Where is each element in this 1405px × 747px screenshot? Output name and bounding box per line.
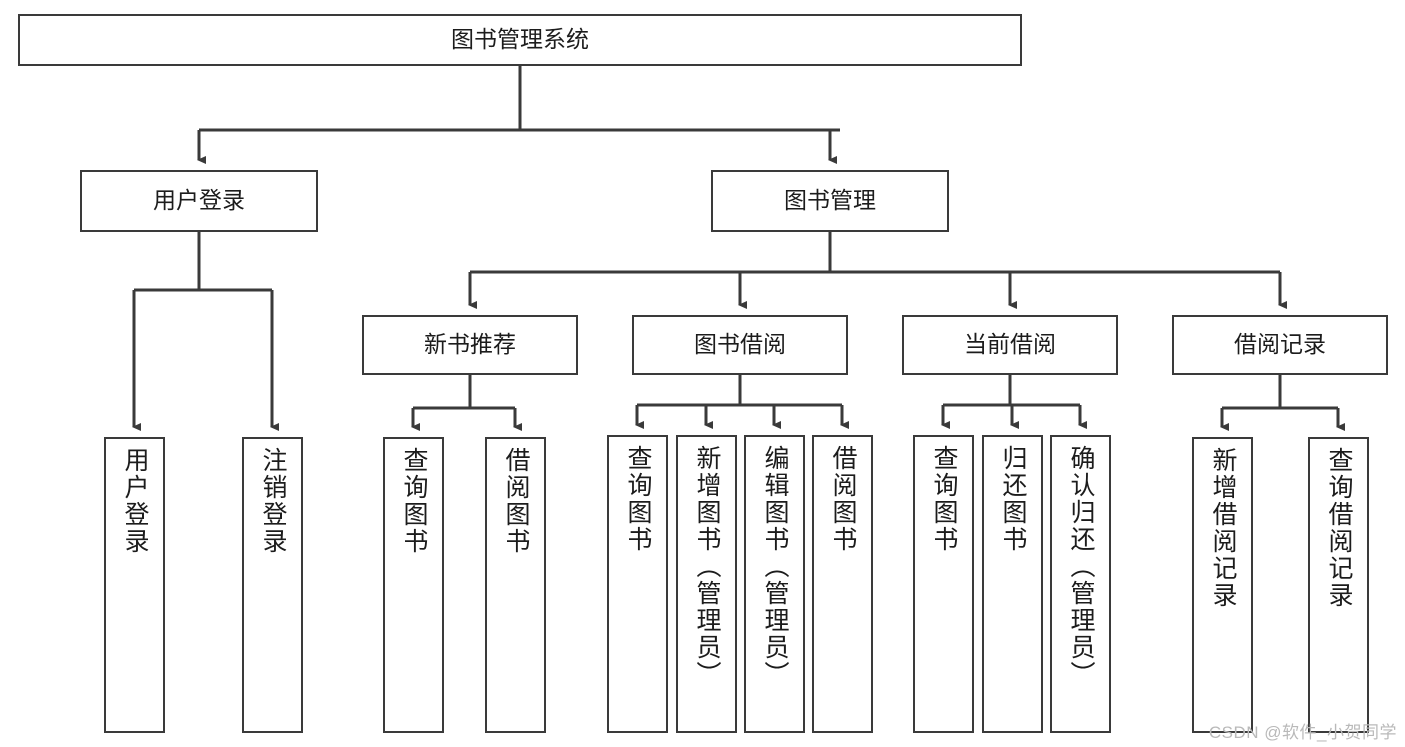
node-leaf-query-book-1-label: 查询图书: [400, 447, 428, 555]
node-leaf-add-book[interactable]: 新增图书（管理员）: [676, 435, 737, 733]
node-new-book-recommend[interactable]: 新书推荐: [362, 315, 578, 375]
node-leaf-logout[interactable]: 注销登录: [242, 437, 303, 733]
node-leaf-borrow-book-1-label: 借阅图书: [502, 447, 530, 555]
node-leaf-logout-label: 注销登录: [259, 447, 287, 555]
node-root[interactable]: 图书管理系统: [18, 14, 1022, 66]
node-leaf-confirm-return[interactable]: 确认归还（管理员）: [1050, 435, 1111, 733]
node-leaf-query-book-3[interactable]: 查询图书: [913, 435, 974, 733]
node-leaf-add-book-label: 新增图书（管理员）: [693, 445, 721, 688]
node-leaf-add-record-label: 新增借阅记录: [1209, 447, 1237, 609]
node-current-borrow-label: 当前借阅: [964, 331, 1056, 358]
node-book-manage[interactable]: 图书管理: [711, 170, 949, 232]
node-user-login[interactable]: 用户登录: [80, 170, 318, 232]
node-leaf-query-record-label: 查询借阅记录: [1325, 447, 1353, 609]
node-leaf-user-login[interactable]: 用户登录: [104, 437, 165, 733]
node-leaf-borrow-book-2[interactable]: 借阅图书: [812, 435, 873, 733]
node-book-borrow[interactable]: 图书借阅: [632, 315, 848, 375]
node-borrow-record[interactable]: 借阅记录: [1172, 315, 1388, 375]
node-leaf-query-book-2-label: 查询图书: [624, 445, 652, 553]
node-leaf-edit-book[interactable]: 编辑图书（管理员）: [744, 435, 805, 733]
node-leaf-return-book-label: 归还图书: [999, 445, 1027, 553]
node-leaf-return-book[interactable]: 归还图书: [982, 435, 1043, 733]
node-root-label: 图书管理系统: [451, 26, 589, 53]
node-borrow-record-label: 借阅记录: [1234, 331, 1326, 358]
node-leaf-add-record[interactable]: 新增借阅记录: [1192, 437, 1253, 733]
node-leaf-user-login-label: 用户登录: [121, 447, 149, 555]
node-leaf-query-book-3-label: 查询图书: [930, 445, 958, 553]
node-leaf-borrow-book-1[interactable]: 借阅图书: [485, 437, 546, 733]
node-leaf-query-book-2[interactable]: 查询图书: [607, 435, 668, 733]
node-leaf-query-record[interactable]: 查询借阅记录: [1308, 437, 1369, 733]
node-current-borrow[interactable]: 当前借阅: [902, 315, 1118, 375]
node-leaf-query-book-1[interactable]: 查询图书: [383, 437, 444, 733]
node-leaf-edit-book-label: 编辑图书（管理员）: [761, 445, 789, 688]
node-new-book-recommend-label: 新书推荐: [424, 331, 516, 358]
node-leaf-confirm-return-label: 确认归还（管理员）: [1067, 445, 1095, 688]
node-leaf-borrow-book-2-label: 借阅图书: [829, 445, 857, 553]
watermark-text: CSDN @软件_小贺同学: [1208, 723, 1397, 742]
node-book-manage-label: 图书管理: [784, 187, 876, 214]
node-user-login-label: 用户登录: [153, 187, 245, 214]
node-book-borrow-label: 图书借阅: [694, 331, 786, 358]
